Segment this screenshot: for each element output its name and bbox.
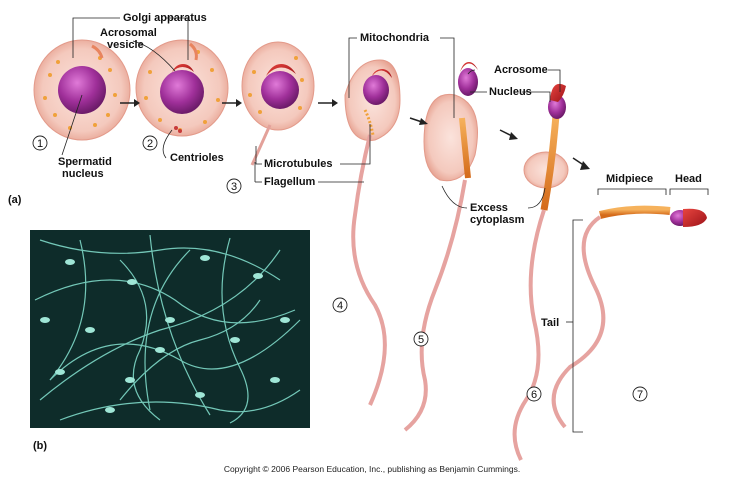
label-acrosome: Acrosome <box>494 64 548 76</box>
svg-text:3: 3 <box>231 181 237 193</box>
step-number-3: 3 <box>226 178 242 194</box>
panel-label-b: (b) <box>33 440 47 452</box>
label-vesicle: vesicle <box>107 39 144 51</box>
step-number-1: 1 <box>32 135 48 151</box>
svg-text:1: 1 <box>37 138 43 150</box>
step-number-5: 5 <box>413 331 429 347</box>
stage-1-spermatid <box>33 39 131 141</box>
step-number-6: 6 <box>526 386 542 402</box>
process-arrows <box>120 99 590 170</box>
label-cytoplasm: cytoplasm <box>470 214 525 226</box>
svg-text:2: 2 <box>147 138 153 150</box>
step-number-2: 2 <box>142 135 158 151</box>
stage-7-sperm <box>551 205 707 429</box>
svg-text:5: 5 <box>418 334 424 346</box>
label-midpiece: Midpiece <box>606 173 653 185</box>
step-number-4: 4 <box>332 297 348 313</box>
stage-5-spermatid <box>403 62 478 432</box>
label-tail: Tail <box>541 317 559 329</box>
stage-4-spermatid <box>344 59 401 406</box>
step-number-7: 7 <box>632 386 648 402</box>
label-spermatid: Spermatid <box>58 156 112 168</box>
stage-3-spermatid <box>241 41 315 166</box>
label-head: Head <box>675 173 702 185</box>
label-acrosomal: Acrosomal <box>100 27 157 39</box>
leader-lines <box>61 17 709 433</box>
copyright-notice: Copyright © 2006 Pearson Education, Inc.… <box>224 464 520 474</box>
label-mitochondria: Mitochondria <box>360 32 430 44</box>
svg-text:6: 6 <box>531 389 537 401</box>
stage-6-spermatid <box>512 83 569 461</box>
label-spermatid-nucleus: nucleus <box>62 168 104 180</box>
svg-text:7: 7 <box>637 389 643 401</box>
panel-label-a: (a) <box>8 194 22 206</box>
label-microtubules: Microtubules <box>264 158 332 170</box>
label-golgi-apparatus: Golgi apparatus <box>123 12 207 24</box>
label-centrioles: Centrioles <box>170 152 224 164</box>
label-excess: Excess <box>470 202 508 214</box>
label-flagellum: Flagellum <box>264 176 316 188</box>
micrograph-b <box>30 230 310 428</box>
stage-2-spermatid <box>135 39 229 137</box>
label-nucleus: Nucleus <box>489 86 532 98</box>
svg-text:4: 4 <box>337 300 343 312</box>
